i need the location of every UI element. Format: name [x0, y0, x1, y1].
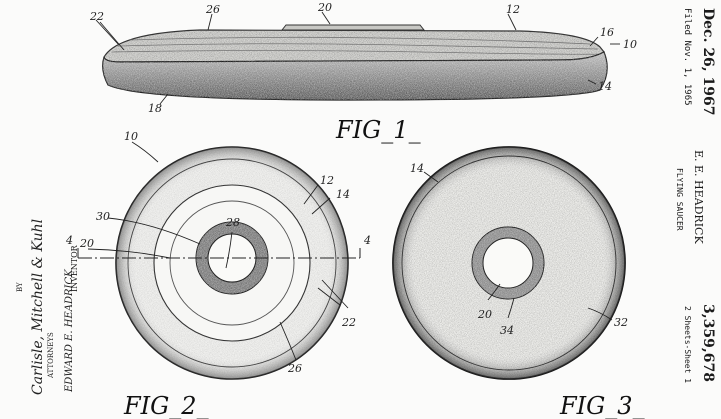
surface-ridges [111, 36, 603, 55]
disc-side-grain [102, 52, 608, 100]
patent-number: 3,359,678 [700, 304, 716, 382]
figure-1-label: FIG_1_ [335, 116, 421, 144]
fig2-leader-lines [87, 141, 349, 361]
disc-ring-1 [127, 158, 337, 368]
inventor-header: E. E. HEADRICK [692, 150, 705, 244]
patent-title: FLYING SAUCER [675, 168, 684, 231]
attorneys-label: ATTORNEYS [47, 332, 55, 378]
ref-14: 14 [336, 188, 350, 201]
attorney-signature: Carlisle, Mitchell & Kuhl [30, 218, 46, 395]
fig1-leader-lines [95, 11, 599, 105]
underside-hub-center [482, 237, 534, 289]
ref-22: 22 [341, 316, 356, 329]
ref-20: 20 [477, 308, 492, 321]
ref-14: 14 [598, 80, 612, 93]
ref-20: 20 [79, 237, 94, 250]
patent-date: Dec. 26, 1967 [700, 8, 716, 116]
sheet-count: 2 Sheets-Sheet 1 [683, 306, 692, 384]
ref-22: 22 [89, 10, 104, 23]
figure-2-top-view: 10 30 20 28 12 14 4 4 22 26 FIG_2_ [65, 130, 371, 419]
ref-30: 30 [96, 210, 110, 223]
inventor-label: INVENTOR [70, 245, 79, 292]
ref-18: 18 [148, 102, 162, 115]
figure-3-bottom-view: 14 20 34 32 FIG_3_ [392, 146, 645, 419]
ref-14: 14 [410, 162, 424, 175]
ref-28: 28 [225, 216, 240, 229]
by-label: BY [16, 282, 24, 292]
ref-12: 12 [320, 174, 334, 187]
ref-34: 34 [500, 324, 514, 337]
ref-10: 10 [623, 38, 637, 51]
underside-inner-edge [401, 155, 617, 371]
figure-1-side-view: 22 26 20 12 16 10 14 18 FIG_1_ [89, 1, 637, 144]
ref-20: 20 [317, 1, 332, 14]
figure-2-label: FIG_2_ [123, 392, 209, 419]
disc-ring-3 [169, 200, 295, 326]
figure-3-label: FIG_3_ [559, 392, 645, 419]
filed-date: Filed Nov. 1, 1965 [682, 8, 692, 106]
ref-26: 26 [205, 3, 220, 16]
ref-26: 26 [287, 362, 302, 375]
fig3-leader-lines [423, 171, 613, 321]
ref-32: 32 [614, 316, 628, 329]
ref-16: 16 [600, 26, 614, 39]
section-label-right: 4 [363, 234, 371, 247]
hub-top-bump [280, 24, 426, 31]
section-label-left: 4 [65, 234, 73, 247]
ref-10: 10 [124, 130, 138, 143]
section-line-ends [77, 248, 361, 258]
disc-top-grain [104, 30, 604, 62]
ref-12: 12 [506, 3, 520, 16]
